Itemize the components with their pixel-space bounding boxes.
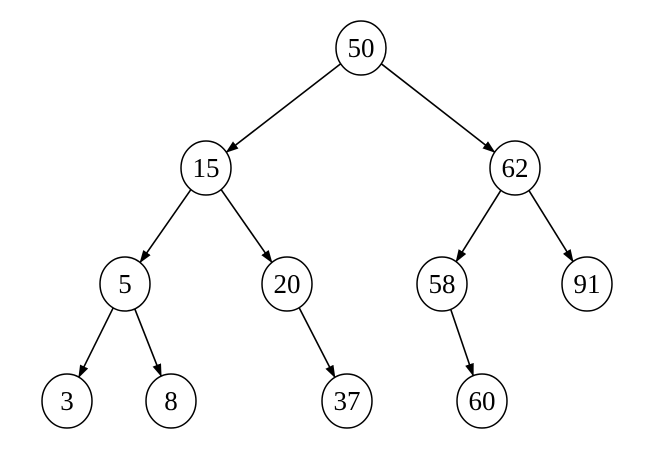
edge-62-91: [528, 189, 574, 263]
node-value: 60: [469, 386, 496, 416]
node-circle: [561, 256, 613, 312]
node-value: 8: [164, 386, 178, 416]
node-circle: [180, 140, 232, 196]
node-circle: [261, 256, 313, 312]
tree-node-3: 3: [41, 373, 93, 429]
node-circle: [335, 20, 387, 76]
tree-nodes: 50 15 62 5 20 58 91 3 8 37 60: [41, 20, 613, 429]
node-circle: [41, 373, 93, 429]
node-value: 91: [574, 269, 601, 299]
node-circle: [489, 140, 541, 196]
node-value: 15: [193, 153, 220, 183]
edge-50-62: [380, 63, 496, 153]
tree-node-60: 60: [456, 373, 508, 429]
tree-node-62: 62: [489, 140, 541, 196]
edge-15-5: [139, 189, 192, 264]
edge-15-20: [220, 189, 273, 264]
node-circle: [145, 373, 197, 429]
tree-node-50: 50: [335, 20, 387, 76]
tree-node-15: 15: [180, 140, 232, 196]
edge-50-15: [225, 63, 342, 153]
node-circle: [456, 373, 508, 429]
edge-62-58: [455, 189, 502, 263]
tree-node-37: 37: [321, 373, 373, 429]
node-value: 20: [274, 269, 301, 299]
node-value: 58: [429, 269, 456, 299]
node-circle: [416, 256, 468, 312]
node-value: 5: [118, 269, 132, 299]
edge-5-8: [134, 308, 162, 378]
tree-node-8: 8: [145, 373, 197, 429]
node-circle: [321, 373, 373, 429]
tree-node-5: 5: [99, 256, 151, 312]
node-value: 62: [502, 153, 529, 183]
tree-node-20: 20: [261, 256, 313, 312]
edge-20-37: [298, 307, 336, 379]
edge-58-60: [449, 309, 475, 377]
node-value: 37: [334, 386, 361, 416]
node-circle: [99, 256, 151, 312]
node-value: 50: [348, 33, 375, 63]
tree-node-91: 91: [561, 256, 613, 312]
tree-node-58: 58: [416, 256, 468, 312]
tree-edges: [78, 63, 574, 379]
node-value: 3: [60, 386, 74, 416]
edge-5-3: [78, 307, 114, 379]
